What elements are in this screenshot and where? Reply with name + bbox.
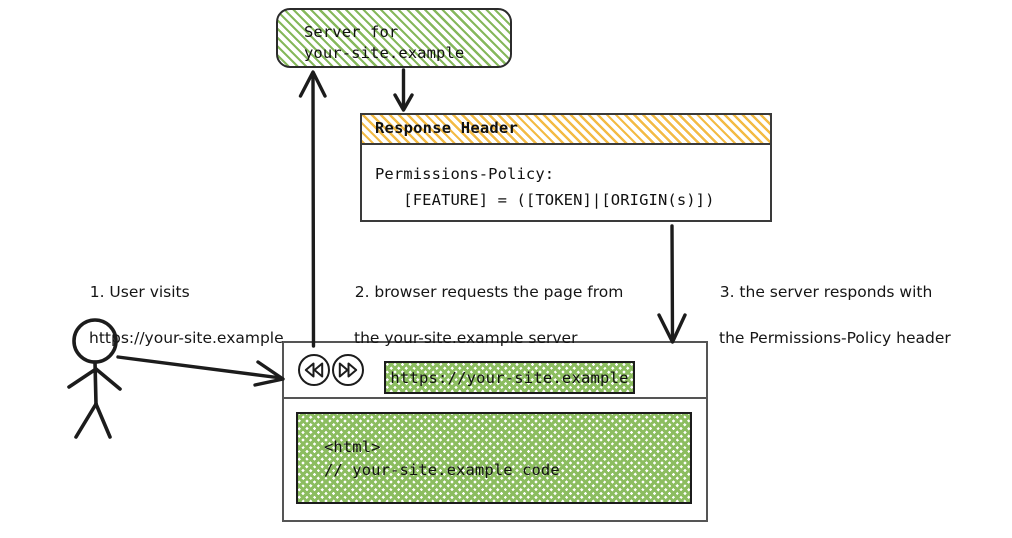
arrow-server-to-header [393,68,414,112]
page-code-line2: // your-site.example code [324,461,560,479]
response-header-body: Permissions-Policy: [FEATURE] = ([TOKEN]… [362,145,770,213]
response-header-title-band: Response Header [362,115,770,145]
annotation-step-3: 3. the server responds with the Permissi… [700,258,951,396]
annotation-step-1: 1. User visits https://your-site.example [70,258,284,396]
browser-window: https://your-site.example <html> // your… [282,341,708,522]
stick-figure-left-leg [74,402,98,439]
server-label-line1: Server for [304,23,399,41]
server-box: Server for your-site.example [276,8,512,68]
url-text: https://your-site.example [390,368,629,387]
rewind-icon[interactable] [298,354,330,386]
url-bar[interactable]: https://your-site.example [384,361,635,394]
page-content-area: <html> // your-site.example code [296,412,692,504]
arrow-response-down [657,224,687,344]
server-label-line2: your-site.example [304,44,465,62]
annotation-step-2-line1: 2. browser requests the page from [354,283,624,301]
browser-toolbar: https://your-site.example [284,343,706,399]
response-header-title: Response Header [375,119,518,137]
annotation-step-1-line2: https://your-site.example [89,329,284,347]
permissions-policy-line: Permissions-Policy: [375,165,555,183]
annotation-step-2: 2. browser requests the page from the yo… [335,258,623,396]
page-code-line1: <html> [324,438,381,456]
annotation-step-1-line1: 1. User visits [89,283,190,301]
annotation-step-2-line2: the your-site.example server [354,329,578,347]
stick-figure-right-leg [94,402,112,439]
arrow-request-up [298,70,327,348]
annotation-step-3-line2: the Permissions-Policy header [719,329,951,347]
fast-forward-icon[interactable] [332,354,364,386]
response-header-box: Response Header Permissions-Policy: [FEA… [360,113,772,222]
annotation-step-3-line1: 3. the server responds with [719,283,933,301]
permissions-policy-value: [FEATURE] = ([TOKEN]|[ORIGIN(s)]) [375,191,715,209]
